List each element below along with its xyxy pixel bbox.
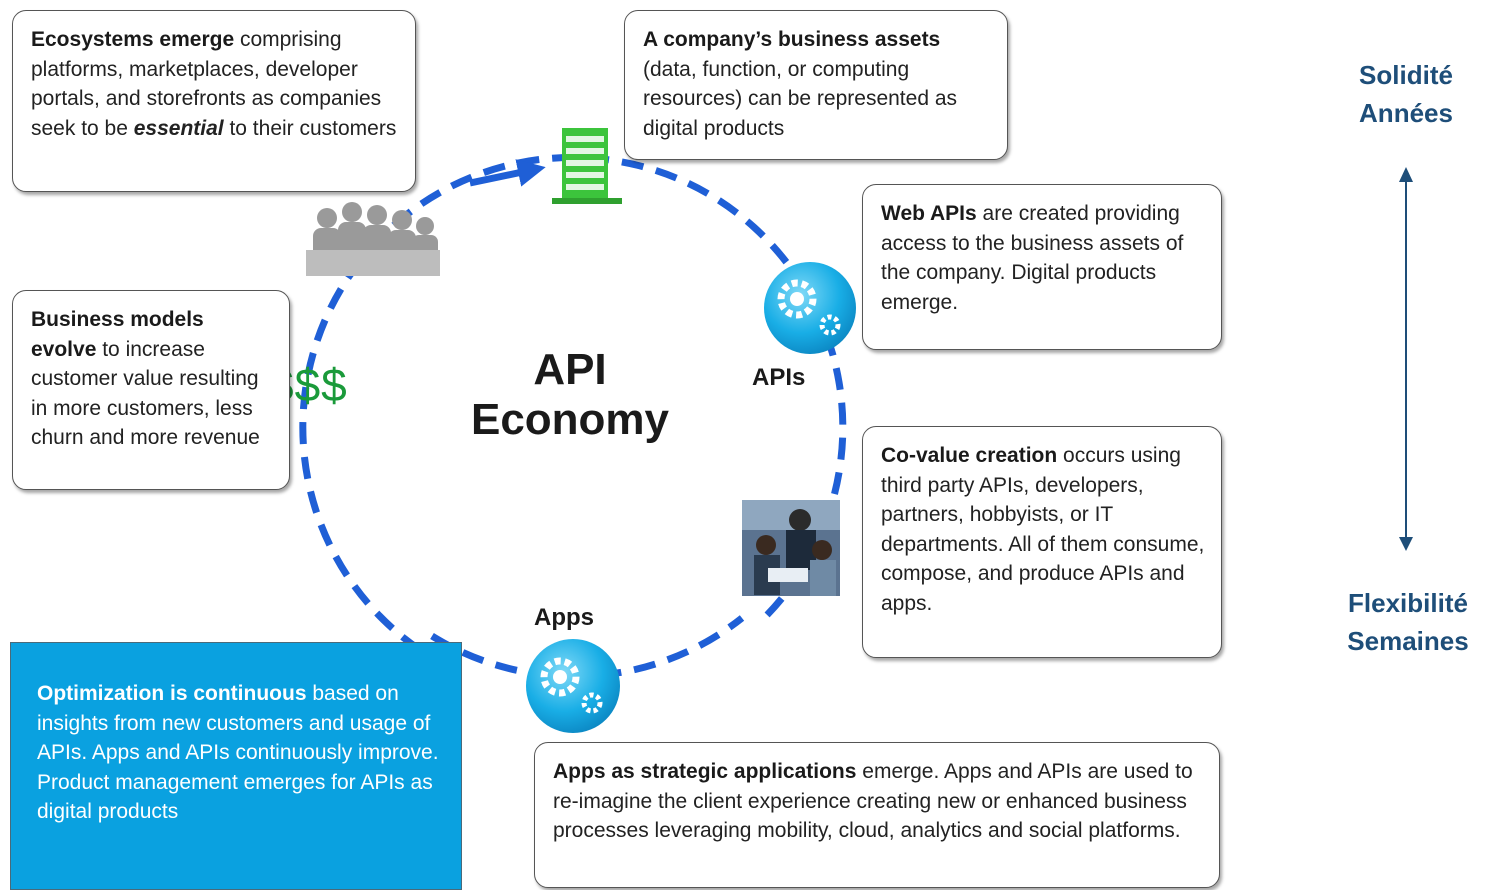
- building-icon: [552, 128, 622, 204]
- flexibility-line2: Semaines: [1347, 626, 1469, 656]
- assets-bold: A company’s business assets: [643, 28, 941, 51]
- optimization-text1: based on insights from new customers and…: [37, 682, 439, 764]
- flexibility-line1: Flexibilité: [1348, 588, 1468, 618]
- ecosystems-text1: comprising platforms, marketplaces, deve…: [31, 28, 382, 140]
- optimization-box: Optimization is continuous based on insi…: [10, 642, 462, 890]
- business-bold: Business models evolve: [31, 308, 204, 361]
- business-models-box: Business models evolve to increase custo…: [12, 290, 290, 490]
- solidity-line1: Solidité: [1359, 60, 1453, 90]
- gears-icon: [526, 639, 620, 733]
- solidity-line2: Années: [1359, 98, 1453, 128]
- business-text: to increase customer value resulting in …: [31, 337, 260, 450]
- ecosystems-bold: Ecosystems emerge: [31, 28, 235, 51]
- center-title-line2: Economy: [470, 395, 670, 444]
- gears-icon: [764, 262, 856, 354]
- webapis-bold: Web APIs: [881, 202, 977, 225]
- cycle-arrow: [469, 159, 546, 187]
- optimization-bold: Optimization is continuous: [37, 682, 307, 705]
- strategic-apps-box: Apps as strategic applications emerge. A…: [534, 742, 1220, 888]
- assets-text: (data, function, or computing resources)…: [643, 57, 958, 140]
- strategic-bold: Apps as strategic applications: [553, 760, 857, 783]
- center-title: API Economy: [430, 345, 710, 445]
- ecosystems-text2: to their customers: [223, 116, 397, 140]
- covalue-text: occurs using third party APIs, developer…: [881, 444, 1205, 615]
- covalue-box: Co-value creation occurs using third par…: [862, 426, 1222, 658]
- assets-box: A company’s business assets (data, funct…: [624, 10, 1008, 160]
- ecosystems-box: Ecosystems emerge comprising platforms, …: [12, 10, 416, 192]
- webapis-text: are created providing access to the busi…: [881, 202, 1184, 314]
- center-title-line1: API: [533, 345, 607, 394]
- covalue-bold: Co-value creation: [881, 444, 1058, 467]
- people-icon: [306, 202, 440, 276]
- strategic-text: emerge. Apps and APIs are used to re-ima…: [553, 760, 1193, 842]
- cycle-ring: [299, 153, 847, 680]
- apps-label: Apps: [534, 604, 594, 631]
- ecosystems-italic: essential: [133, 116, 224, 140]
- apis-label: APIs: [752, 364, 806, 391]
- solidity-flexibility-arrow: [1399, 167, 1413, 551]
- solidity-label: Solidité Années: [1326, 56, 1486, 132]
- optimization-text2: Product management emerges for APIs as d…: [37, 770, 433, 824]
- flexibility-label: Flexibilité Semaines: [1328, 584, 1488, 660]
- webapis-box: Web APIs are created providing access to…: [862, 184, 1222, 350]
- team-photo-icon: [742, 500, 840, 596]
